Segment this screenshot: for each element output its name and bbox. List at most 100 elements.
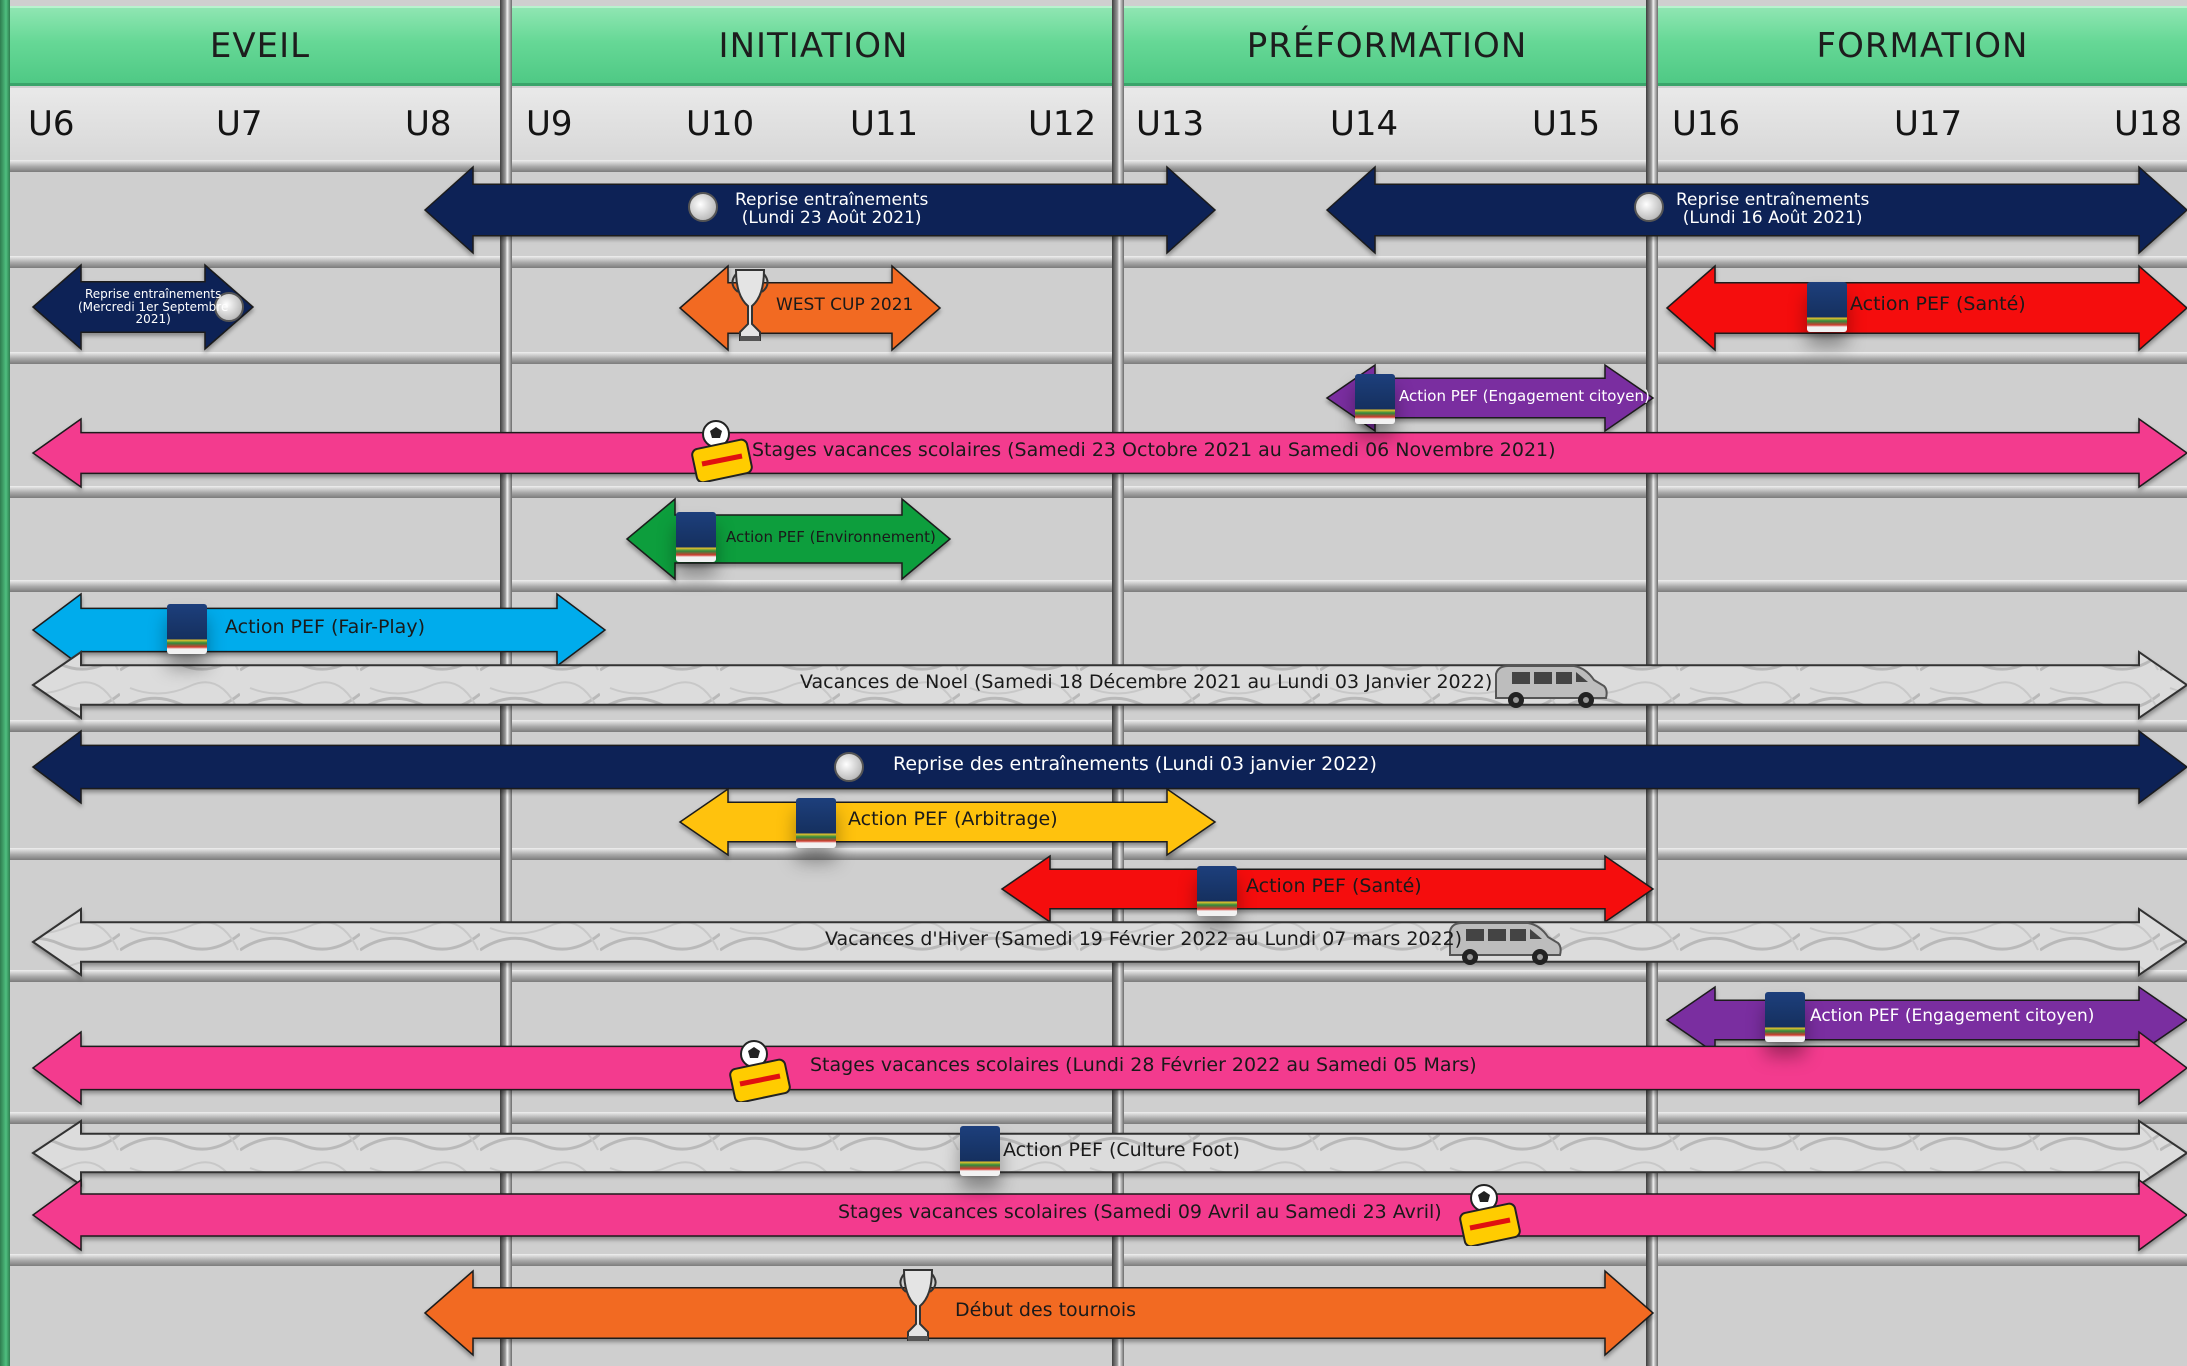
arrow-label-line: Reprise entraînements xyxy=(84,287,222,301)
arrow-label-pef-sante-u11: Action PEF (Santé) xyxy=(1246,875,1422,897)
pef-book-icon xyxy=(1197,866,1237,916)
arrow-label-line: Action PEF (Engagement citoyen) xyxy=(1399,387,1650,405)
category-label: PRÉFORMATION xyxy=(1246,25,1528,66)
pef-book-icon xyxy=(960,1126,1000,1176)
row-divider xyxy=(10,1254,2187,1266)
arrow-stages-toussaint xyxy=(31,417,2187,489)
arrow-pef-sante-u16 xyxy=(1665,264,2187,352)
category-header-initiation: INITIATION xyxy=(512,6,1115,86)
arrow-label-line: Stages vacances scolaires (Samedi 09 Avr… xyxy=(838,1201,1442,1223)
stages-foot-icon xyxy=(728,1038,792,1104)
trophy-icon xyxy=(730,266,770,344)
row-divider xyxy=(10,848,2187,860)
pef-book-icon xyxy=(1807,282,1847,332)
arrow-label-line: Reprise entraînements xyxy=(1676,190,1870,210)
age-label-u17: U17 xyxy=(1894,104,1963,144)
arrow-vacances-noel xyxy=(31,650,2187,720)
row-divider xyxy=(10,256,2187,268)
arrow-label-line: 2021) xyxy=(135,312,171,327)
arrow-label-line: Vacances d'Hiver (Samedi 19 Février 2022… xyxy=(825,928,1463,950)
arrow-label-stages-printemps: Stages vacances scolaires (Samedi 09 Avr… xyxy=(838,1201,1442,1223)
category-label: INITIATION xyxy=(718,25,909,66)
age-row-eveil xyxy=(10,88,510,166)
arrow-reprise-u14-u18 xyxy=(1325,165,2187,255)
row-divider xyxy=(10,160,2187,172)
row-divider xyxy=(10,580,2187,592)
arrow-label-line: Action PEF (Environnement) xyxy=(726,528,936,546)
whistle-icon xyxy=(834,752,864,782)
category-header-preformation: PRÉFORMATION xyxy=(1124,6,1650,86)
arrow-label-line: Stages vacances scolaires (Lundi 28 Févr… xyxy=(810,1054,1477,1076)
row-divider xyxy=(10,1112,2187,1124)
arrow-label-line: Stages vacances scolaires (Samedi 23 Oct… xyxy=(752,439,1556,461)
age-label-u11: U11 xyxy=(850,104,919,144)
arrow-label-line: (Mercredi 1er Septembre xyxy=(78,299,229,314)
arrow-stages-hiver xyxy=(31,1030,2187,1106)
whistle-icon xyxy=(688,192,718,222)
arrow-label-stages-hiver: Stages vacances scolaires (Lundi 28 Févr… xyxy=(810,1054,1477,1076)
arrow-label-line: Reprise des entraînements (Lundi 03 janv… xyxy=(893,753,1377,775)
van-icon xyxy=(1444,917,1564,969)
arrow-label-line: Reprise entraînements xyxy=(735,190,929,210)
category-header-formation: FORMATION xyxy=(1658,6,2187,86)
pef-book-icon xyxy=(676,512,716,562)
arrow-debut-tournois xyxy=(423,1269,1655,1357)
arrow-label-west-cup: WEST CUP 2021 xyxy=(776,295,914,315)
arrow-label-line: Action PEF (Santé) xyxy=(1850,293,2026,315)
arrow-label-pef-engagement-u16: Action PEF (Engagement citoyen) xyxy=(1810,1007,2094,1026)
arrow-label-pef-environnement: Action PEF (Environnement) xyxy=(726,528,936,546)
age-row-formation xyxy=(1658,88,2187,166)
arrow-label-vacances-hiver: Vacances d'Hiver (Samedi 19 Février 2022… xyxy=(825,928,1463,950)
arrow-label-line: Action PEF (Santé) xyxy=(1246,875,1422,897)
arrow-reprise-u6-u7 xyxy=(31,263,255,351)
arrow-label-line: WEST CUP 2021 xyxy=(776,295,914,315)
category-label: EVEIL xyxy=(209,25,311,66)
age-label-u13: U13 xyxy=(1136,104,1205,144)
age-label-u10: U10 xyxy=(686,104,755,144)
arrow-label-line: Action PEF (Arbitrage) xyxy=(848,808,1058,830)
age-row-initiation xyxy=(512,88,1115,166)
age-label-u12: U12 xyxy=(1028,104,1097,144)
arrow-label-line: Action PEF (Fair-Play) xyxy=(225,616,425,638)
age-label-u15: U15 xyxy=(1532,104,1601,144)
arrow-label-stages-toussaint: Stages vacances scolaires (Samedi 23 Oct… xyxy=(752,439,1556,461)
row-divider xyxy=(10,352,2187,364)
arrow-label-line: Action PEF (Culture Foot) xyxy=(1003,1139,1240,1161)
pef-book-icon xyxy=(167,604,207,654)
arrow-label-pef-arbitrage: Action PEF (Arbitrage) xyxy=(848,808,1058,830)
van-icon xyxy=(1490,660,1610,712)
arrow-stages-printemps xyxy=(31,1178,2187,1252)
arrow-label-pef-fair-play: Action PEF (Fair-Play) xyxy=(225,616,425,638)
arrow-reprise-u8-u12 xyxy=(423,165,1217,255)
age-label-u18: U18 xyxy=(2114,104,2183,144)
arrow-label-reprise-janvier: Reprise des entraînements (Lundi 03 janv… xyxy=(893,753,1377,775)
arrow-label-reprise-u14-u18: Reprise entraînements(Lundi 16 Août 2021… xyxy=(1676,190,1870,228)
age-label-u8: U8 xyxy=(405,104,452,144)
arrow-label-reprise-u6-u7: Reprise entraînements(Mercredi 1er Septe… xyxy=(78,288,228,326)
age-label-u9: U9 xyxy=(526,104,573,144)
age-label-u16: U16 xyxy=(1672,104,1741,144)
arrow-reprise-janvier xyxy=(31,729,2187,805)
whistle-icon xyxy=(1634,192,1664,222)
age-label-u14: U14 xyxy=(1330,104,1399,144)
row-divider xyxy=(10,486,2187,498)
arrow-pef-culture-foot xyxy=(31,1119,2187,1187)
arrow-label-pef-sante-u16: Action PEF (Santé) xyxy=(1850,293,2026,315)
arrow-label-line: (Lundi 23 Août 2021) xyxy=(741,207,922,228)
arrow-label-line: (Lundi 16 Août 2021) xyxy=(1682,207,1863,228)
arrow-label-pef-engagement-u14: Action PEF (Engagement citoyen) xyxy=(1399,387,1650,405)
pef-book-icon xyxy=(796,798,836,848)
age-row-preformation xyxy=(1124,88,1650,166)
stages-foot-icon xyxy=(1458,1182,1522,1248)
arrow-label-line: Vacances de Noel (Samedi 18 Décembre 202… xyxy=(800,671,1493,693)
pef-book-icon xyxy=(1355,374,1395,424)
category-header-eveil: EVEIL xyxy=(10,6,510,86)
pef-book-icon xyxy=(1765,992,1805,1042)
age-label-u7: U7 xyxy=(216,104,263,144)
category-label: FORMATION xyxy=(1816,25,2029,66)
row-divider xyxy=(10,720,2187,732)
arrow-pef-sante-u11 xyxy=(1000,854,1655,924)
left-edge-bar xyxy=(0,0,10,1366)
